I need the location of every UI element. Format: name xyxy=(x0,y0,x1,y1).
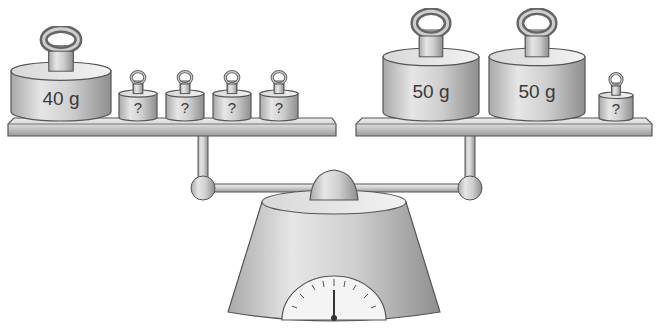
pivot-dome xyxy=(310,170,358,200)
weight-handle xyxy=(610,74,622,86)
weight-handle-shine xyxy=(131,72,145,84)
weight-body xyxy=(489,57,585,121)
scale-dial xyxy=(282,276,386,320)
weight-neck xyxy=(525,36,549,57)
weight-label: 50 g xyxy=(488,66,586,118)
weight-body xyxy=(599,95,633,121)
weight-handle xyxy=(272,72,286,84)
weight-handle-shine xyxy=(272,72,286,84)
weight-handle-shine xyxy=(414,11,447,35)
beam-end-ball xyxy=(191,176,215,200)
weight-neck xyxy=(274,84,284,94)
weight-label: 50 g xyxy=(382,66,480,118)
pan-edge xyxy=(356,124,652,125)
weight-neck xyxy=(419,36,443,57)
weight: 50 g xyxy=(382,8,480,122)
weight: ? xyxy=(118,70,158,122)
weight-label: ? xyxy=(165,97,205,118)
weight: ? xyxy=(165,70,205,122)
scale-base xyxy=(228,202,440,321)
weight-shape xyxy=(382,8,480,122)
weight: ? xyxy=(212,70,252,122)
weight-shape xyxy=(488,8,586,122)
dial-needle xyxy=(333,290,335,318)
weight-handle-shine xyxy=(178,72,192,84)
weight: ? xyxy=(598,72,634,122)
weight-handle xyxy=(414,11,447,35)
weight-label: ? xyxy=(259,97,299,118)
weight-handle xyxy=(44,29,79,51)
weight-neck xyxy=(180,84,190,94)
pan-edge xyxy=(8,124,336,125)
weight-neck xyxy=(227,84,237,94)
weight-handle-shine xyxy=(520,11,553,35)
weight-label: ? xyxy=(212,97,252,118)
weight-neck xyxy=(612,86,621,95)
weight-handle xyxy=(131,72,145,84)
needle-pivot xyxy=(331,315,337,321)
weight-handle-shine xyxy=(225,72,239,84)
weight-handle xyxy=(225,72,239,84)
weight-handle xyxy=(178,72,192,84)
weight-label: ? xyxy=(118,97,158,118)
weight-neck xyxy=(133,84,143,94)
weight: ? xyxy=(259,70,299,122)
weight: 40 g xyxy=(10,26,112,122)
weight: 50 g xyxy=(488,8,586,122)
beam-end-ball xyxy=(458,176,482,200)
weight-label: ? xyxy=(598,98,634,118)
weight-handle-shine xyxy=(610,74,622,86)
weight-body xyxy=(383,57,479,121)
weight-handle-shine xyxy=(44,29,79,51)
weight-handle xyxy=(520,11,553,35)
weight-neck xyxy=(49,51,73,71)
weight-label: 40 g xyxy=(10,80,112,118)
